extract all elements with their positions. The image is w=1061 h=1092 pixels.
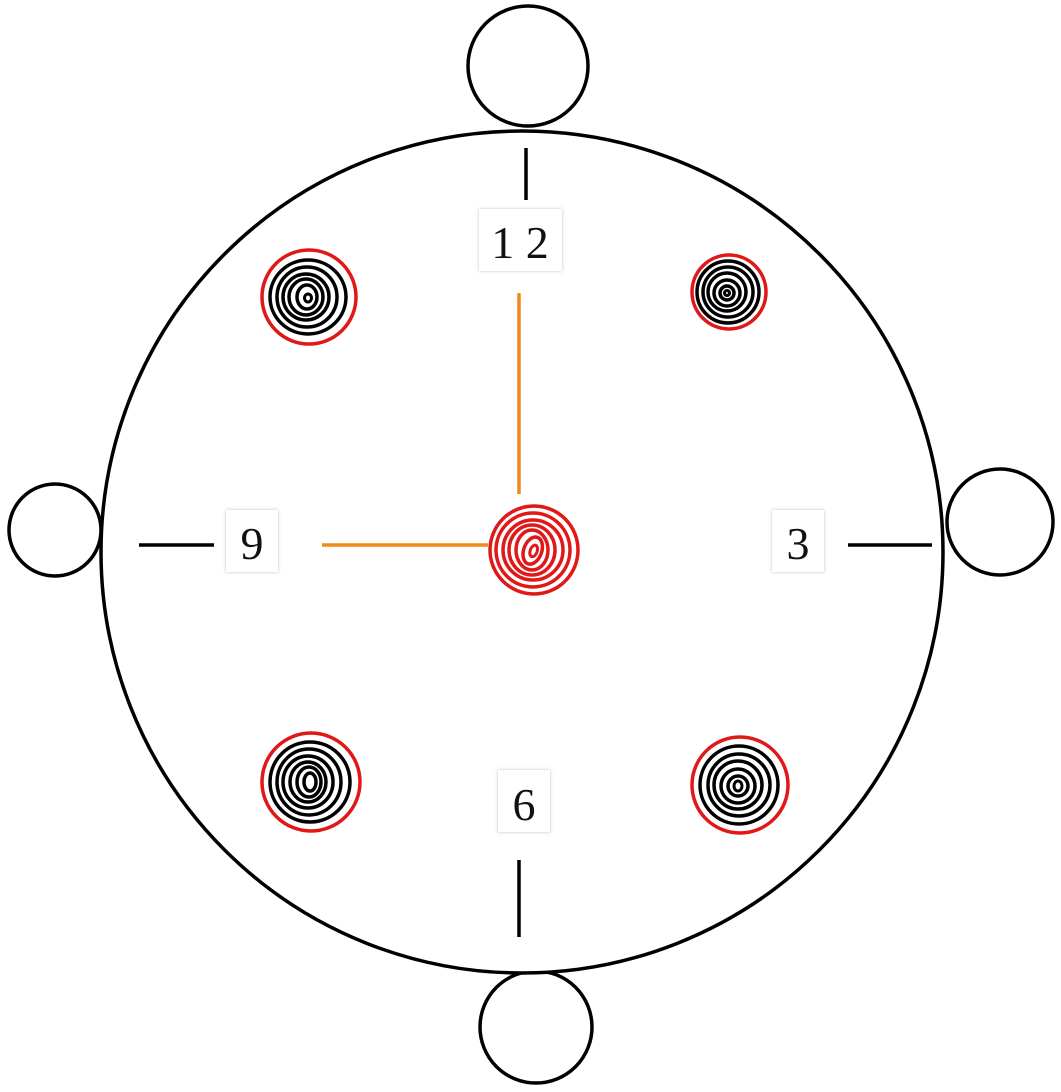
number-3-text: 3	[787, 518, 810, 569]
number-9-text: 9	[241, 518, 264, 569]
left-bubble	[7, 482, 103, 578]
number-6-text: 6	[513, 779, 536, 830]
top-bubble	[466, 4, 590, 128]
swirl-top-right	[690, 253, 768, 331]
number-9: 9	[226, 510, 278, 572]
swirl-center	[488, 504, 580, 596]
swirl-bottom-left	[260, 731, 362, 833]
number-3: 3	[772, 510, 824, 572]
swirl-bottom-right	[690, 735, 790, 835]
right-bubble	[945, 467, 1055, 577]
number-6: 6	[498, 770, 550, 832]
bottom-bubble	[478, 969, 594, 1085]
number-12: 1 2	[479, 209, 562, 271]
number-12-text: 1 2	[491, 217, 549, 268]
swirl-top-left	[260, 248, 358, 346]
